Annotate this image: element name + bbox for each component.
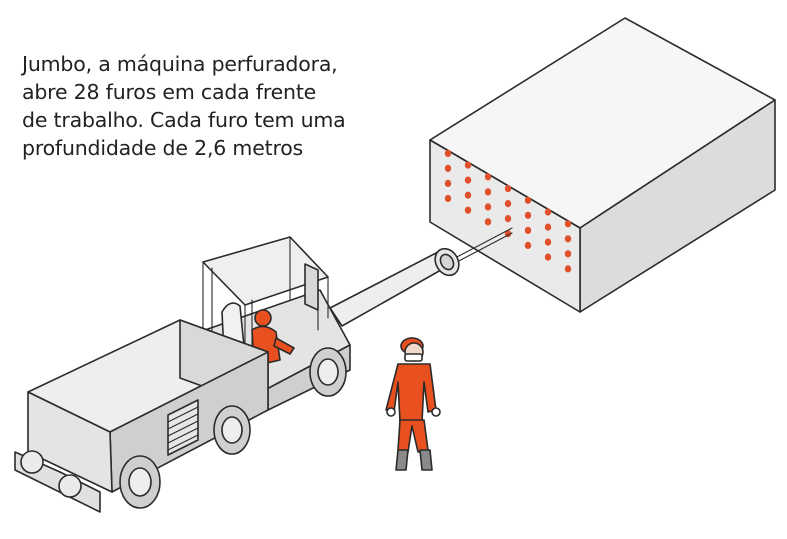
drill-hole bbox=[564, 265, 572, 273]
drill-hole bbox=[564, 235, 572, 243]
drill-hole bbox=[524, 196, 532, 204]
drill-hole bbox=[524, 211, 532, 219]
wheel-front bbox=[119, 455, 161, 509]
jumbo-drilling-machine-icon bbox=[14, 236, 351, 513]
caption-line-4: profundidade de 2,6 metros bbox=[22, 136, 304, 160]
drill-boom bbox=[329, 227, 513, 327]
worker-icon bbox=[385, 337, 441, 471]
engine-grille bbox=[167, 399, 199, 456]
drill-hole bbox=[464, 176, 472, 184]
drill-hole bbox=[544, 223, 552, 231]
drill-hole bbox=[504, 215, 512, 223]
drill-hole bbox=[504, 200, 512, 208]
cab-cage bbox=[202, 236, 329, 361]
drill-hole bbox=[444, 194, 452, 203]
drill-hole bbox=[464, 206, 472, 214]
caption-line-2: abre 28 furos em cada frente bbox=[22, 80, 317, 104]
drill-hole bbox=[564, 220, 572, 228]
drill-hole bbox=[484, 218, 492, 226]
drill-hole bbox=[524, 241, 532, 249]
drill-hole bbox=[444, 164, 452, 172]
drill-hole bbox=[444, 149, 452, 157]
drill-hole bbox=[544, 253, 552, 261]
wheel-middle bbox=[213, 405, 251, 455]
drill-hole bbox=[484, 188, 492, 196]
drill-hole bbox=[524, 226, 532, 234]
drill-holes bbox=[444, 149, 572, 273]
drill-hole bbox=[484, 173, 492, 181]
caption-line-1: Jumbo, a máquina perfuradora, bbox=[22, 52, 338, 76]
drill-hole bbox=[544, 238, 552, 246]
wheel-rear bbox=[309, 347, 347, 397]
drill-hole bbox=[464, 191, 472, 199]
drill-hole bbox=[464, 161, 472, 169]
drill-hole bbox=[484, 203, 492, 211]
drill-hole bbox=[544, 208, 552, 216]
drill-hole bbox=[564, 250, 572, 258]
caption-line-3: de trabalho. Cada furo tem uma bbox=[22, 108, 346, 132]
drill-hole bbox=[504, 185, 512, 193]
drill-hole bbox=[444, 179, 452, 187]
rock-face-block-icon bbox=[429, 17, 776, 313]
caption: Jumbo, a máquina perfuradora, abre 28 fu… bbox=[22, 50, 392, 162]
